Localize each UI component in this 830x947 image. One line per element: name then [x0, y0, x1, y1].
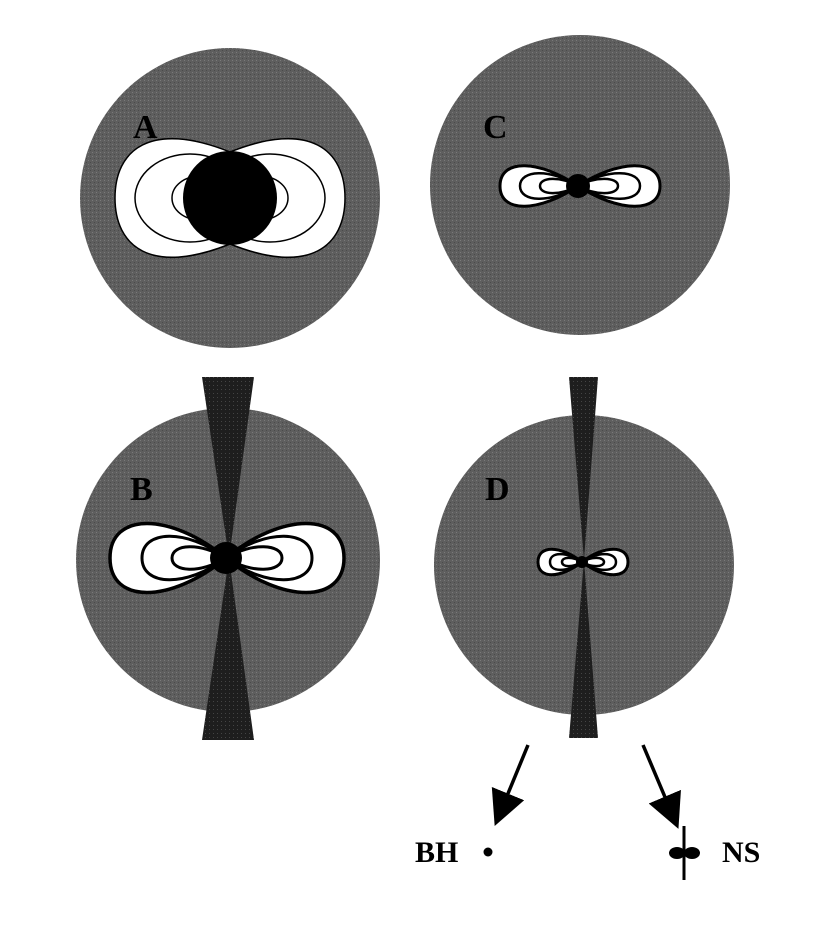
field-line	[575, 172, 642, 200]
ns-label: NS	[722, 836, 760, 869]
field-line	[140, 534, 229, 582]
core	[566, 174, 590, 198]
polar-jet-lower	[569, 560, 598, 738]
field-line	[579, 552, 618, 572]
bh-label: BH	[415, 836, 458, 869]
panel-c: C	[430, 35, 730, 335]
field-line	[538, 177, 581, 195]
field-line	[548, 552, 585, 572]
field-line	[518, 172, 581, 200]
field-line	[170, 545, 229, 571]
panel-label: B	[130, 471, 153, 508]
panel-d: D	[434, 377, 734, 738]
panel-label: A	[133, 109, 158, 146]
field-line	[575, 177, 620, 195]
panel-label: D	[485, 471, 510, 508]
panel-label: C	[483, 109, 508, 146]
panel-a: A	[80, 48, 380, 348]
black-hole-dot	[483, 847, 493, 857]
field-line	[223, 534, 314, 582]
neutron-star-icon	[669, 826, 700, 880]
core	[183, 151, 277, 245]
polar-jet-upper	[202, 377, 254, 558]
field-line	[579, 556, 606, 568]
core	[210, 542, 242, 574]
panel-b: B	[76, 377, 380, 740]
polar-jet-lower	[202, 558, 254, 740]
arrow-to-ns	[641, 744, 681, 829]
polar-jet-upper	[569, 377, 598, 560]
field-line	[223, 545, 284, 571]
outcomes: BH NS	[415, 744, 760, 880]
arrow-to-bh	[491, 744, 530, 826]
core	[576, 556, 588, 568]
field-line	[560, 556, 585, 568]
